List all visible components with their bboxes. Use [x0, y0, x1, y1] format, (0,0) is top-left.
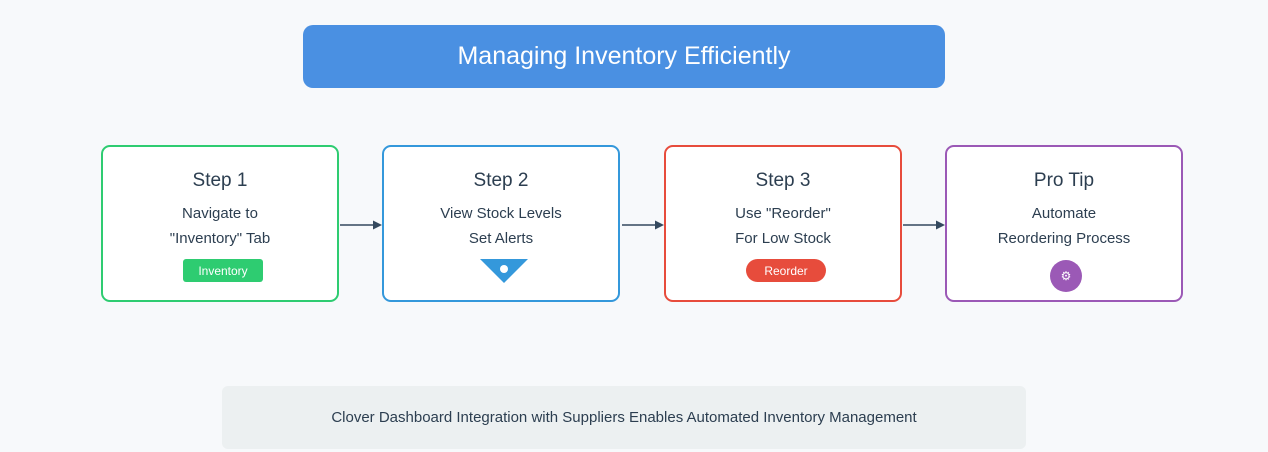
step-2-line-2: Set Alerts: [468, 230, 534, 247]
page-title: Managing Inventory Efficiently: [457, 42, 791, 70]
pro-tip-line-1: Automate: [1031, 205, 1097, 222]
step-3-card: Step 3 Use "Reorder" For Low Stock Reord…: [664, 145, 902, 302]
inventory-button[interactable]: Inventory: [183, 259, 263, 282]
pro-tip-card: Pro Tip Automate Reordering Process ⚙: [945, 145, 1183, 302]
pro-tip-heading: Pro Tip: [1033, 170, 1095, 191]
alert-marker-icon: [480, 259, 528, 283]
step-1-line-1: Navigate to: [182, 205, 258, 222]
step-2-line-1: View Stock Levels: [440, 205, 562, 222]
footer-note: Clover Dashboard Integration with Suppli…: [222, 386, 1026, 449]
step-2-card: Step 2 View Stock Levels Set Alerts: [382, 145, 620, 302]
title-banner: Managing Inventory Efficiently: [303, 25, 945, 88]
pro-tip-line-2: Reordering Process: [997, 230, 1131, 247]
step-2-heading: Step 2: [473, 170, 529, 191]
step-1-line-2: "Inventory" Tab: [169, 230, 271, 247]
reorder-button[interactable]: Reorder: [746, 259, 826, 282]
footer-text: Clover Dashboard Integration with Suppli…: [331, 409, 917, 426]
step-3-line-1: Use "Reorder": [735, 205, 831, 222]
arrow-step3-to-pro-tip: [903, 220, 945, 230]
step-1-heading: Step 1: [192, 170, 248, 191]
arrow-step2-to-step3: [622, 220, 664, 230]
gear-icon: ⚙: [1050, 260, 1082, 292]
step-1-card: Step 1 Navigate to "Inventory" Tab Inven…: [101, 145, 339, 302]
arrow-step1-to-step2: [340, 220, 382, 230]
step-3-line-2: For Low Stock: [735, 230, 831, 247]
step-3-heading: Step 3: [755, 170, 811, 191]
